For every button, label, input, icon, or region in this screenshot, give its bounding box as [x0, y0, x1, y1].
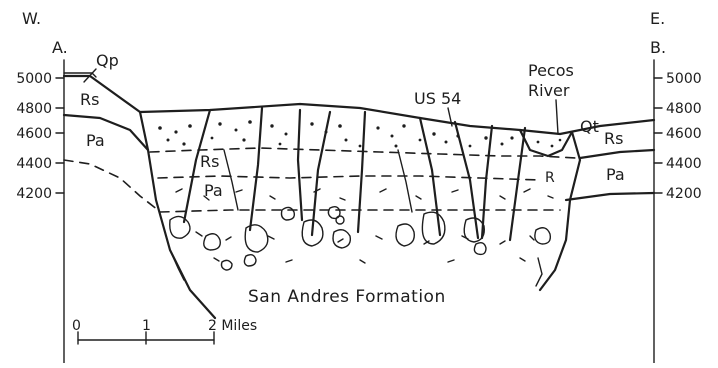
east-elevation-ticks	[654, 78, 662, 193]
basin-rs-unit-label: Rs	[200, 152, 219, 171]
pecos-river-label-line2: River	[528, 81, 570, 100]
east-tick-4200: 4200	[666, 186, 702, 202]
west-tick-4600: 4600	[16, 126, 52, 142]
west-tick-4800: 4800	[16, 101, 52, 117]
pecos-river-label-line1: Pecos	[528, 61, 574, 80]
qt-unit-label: Qt	[580, 117, 599, 136]
west-tick-4400: 4400	[16, 156, 52, 172]
scale-zero-label: 0	[72, 318, 81, 334]
east-tick-5000: 5000	[666, 71, 702, 87]
west-direction-label: W.	[22, 9, 41, 28]
east-pa-unit-label: Pa	[606, 165, 625, 184]
east-tick-4400: 4400	[666, 156, 702, 172]
east-fault-sliver	[536, 258, 542, 286]
east-tick-4800: 4800	[666, 101, 702, 117]
basin-faults	[184, 108, 525, 240]
west-buried-contact	[64, 160, 158, 210]
west-tick-5000: 5000	[16, 71, 52, 87]
west-elevation-ticks	[56, 78, 64, 193]
alluvium-dot-pattern	[158, 120, 561, 147]
east-rs-pa-contact	[580, 150, 654, 158]
qp-unit-label: Qp	[96, 51, 119, 70]
fill-dash-pattern	[176, 189, 553, 263]
west-basin-wall	[140, 112, 215, 318]
r-unit-label: R	[545, 170, 555, 186]
east-tick-4600: 4600	[666, 126, 702, 142]
us54-highway-label: US 54	[414, 89, 461, 108]
west-fault-sliver	[170, 250, 184, 280]
east-direction-label: E.	[650, 9, 665, 28]
west-endpoint-label: A.	[52, 38, 68, 57]
scale-two-miles-label: 2 Miles	[208, 318, 257, 334]
east-lower-contact	[566, 193, 654, 200]
west-tick-4200: 4200	[16, 186, 52, 202]
west-rs-pa-contact	[64, 115, 148, 150]
pecos-river-leader-line	[556, 100, 558, 134]
fill-middle-contact	[158, 176, 540, 180]
east-rs-unit-label: Rs	[604, 129, 623, 148]
west-pa-unit-label: Pa	[86, 131, 105, 150]
san-andres-formation-label: San Andres Formation	[248, 287, 446, 307]
basin-pa-unit-label: Pa	[204, 181, 223, 200]
scale-one-label: 1	[142, 318, 151, 334]
east-endpoint-label: B.	[650, 38, 666, 57]
west-rs-unit-label: Rs	[80, 90, 99, 109]
